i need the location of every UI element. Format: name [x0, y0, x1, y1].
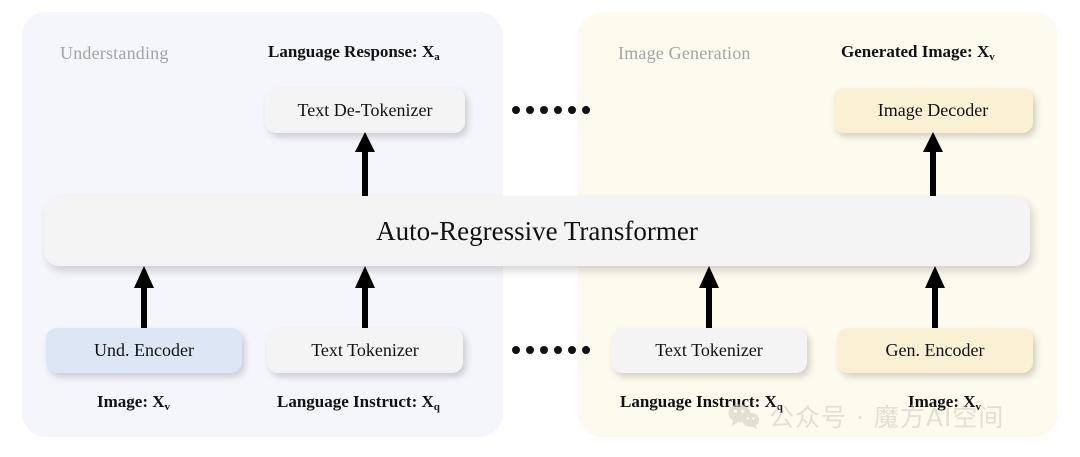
caption-image-left: Image: Xv — [97, 392, 170, 413]
caption-language-instruct-left-subscript: q — [433, 401, 440, 414]
caption-language-response: Language Response: Xa — [268, 42, 440, 63]
box-text-de-tokenizer[interactable]: Text De-Tokenizer — [265, 88, 465, 133]
caption-language-response-subscript: a — [434, 51, 440, 64]
ellipsis-separator-top — [512, 106, 590, 114]
caption-image-right-text: Image: X — [908, 392, 976, 411]
caption-image-right: Image: Xv — [908, 392, 981, 413]
ellipsis-dot — [568, 346, 576, 354]
caption-image-left-text: Image: X — [97, 392, 165, 411]
panel-title-understanding: Understanding — [60, 43, 169, 63]
ellipsis-dot — [512, 346, 520, 354]
caption-language-instruct-left-text: Language Instruct: X — [277, 392, 434, 411]
ellipsis-dot — [582, 346, 590, 354]
panel-title-image-generation: Image Generation — [618, 43, 751, 63]
box-gen-encoder[interactable]: Gen. Encoder — [837, 328, 1033, 373]
box-text-tokenizer-right[interactable]: Text Tokenizer — [611, 328, 807, 373]
ellipsis-dot — [582, 106, 590, 114]
ellipsis-dot — [540, 106, 548, 114]
caption-language-instruct-right: Language Instruct: Xq — [620, 392, 783, 413]
ellipsis-dot — [540, 346, 548, 354]
transformer-label: Auto-Regressive Transformer — [376, 215, 698, 246]
caption-generated-image-subscript: v — [989, 51, 995, 64]
arrow-text-tokenizer-left-to-transformer — [354, 266, 376, 328]
box-text-tokenizer-left[interactable]: Text Tokenizer — [267, 328, 463, 373]
ellipsis-dot — [554, 106, 562, 114]
arrow-transformer-to-image-decoder — [922, 132, 944, 196]
ellipsis-separator-bottom — [512, 346, 590, 354]
auto-regressive-transformer-block[interactable]: Auto-Regressive Transformer — [44, 196, 1030, 266]
caption-language-instruct-right-subscript: q — [776, 401, 783, 414]
ellipsis-dot — [568, 106, 576, 114]
box-und-encoder[interactable]: Und. Encoder — [46, 328, 242, 373]
box-image-decoder[interactable]: Image Decoder — [833, 88, 1033, 133]
arrow-text-tokenizer-right-to-transformer — [698, 266, 720, 328]
caption-language-response-text: Language Response: X — [268, 42, 435, 61]
caption-language-instruct-left: Language Instruct: Xq — [277, 392, 440, 413]
caption-image-right-subscript: v — [975, 401, 982, 414]
caption-image-left-subscript: v — [164, 401, 171, 414]
arrow-gen-encoder-to-transformer — [924, 266, 946, 328]
ellipsis-dot — [554, 346, 562, 354]
ellipsis-dot — [526, 106, 534, 114]
caption-generated-image: Generated Image: Xv — [841, 42, 995, 63]
arrow-und-encoder-to-transformer — [133, 266, 155, 328]
caption-generated-image-text: Generated Image: X — [841, 42, 990, 61]
caption-language-instruct-right-text: Language Instruct: X — [620, 392, 777, 411]
arrow-transformer-to-text-de-tokenizer — [354, 132, 376, 196]
ellipsis-dot — [526, 346, 534, 354]
ellipsis-dot — [512, 106, 520, 114]
